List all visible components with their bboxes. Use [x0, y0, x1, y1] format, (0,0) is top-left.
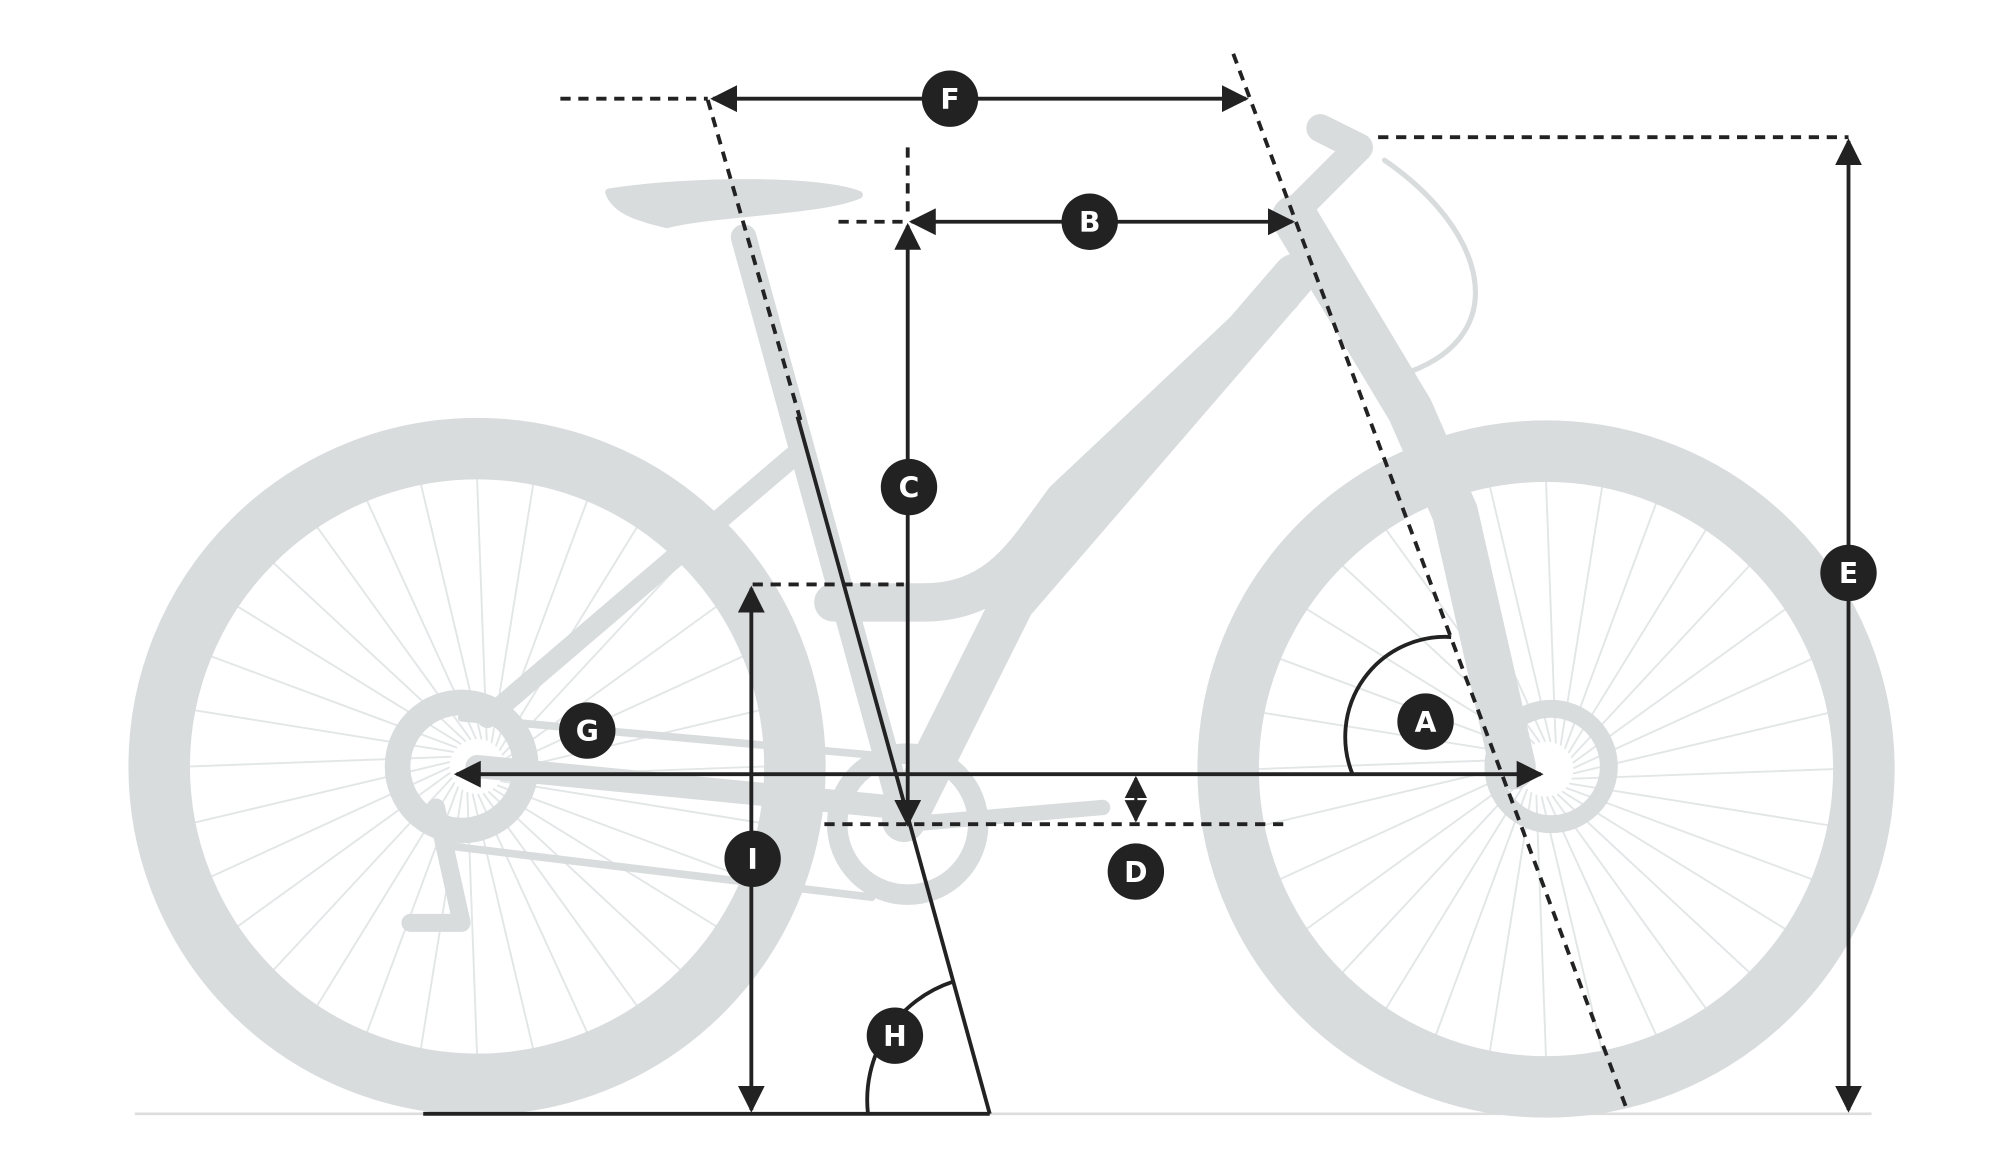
spoke [1546, 796, 1658, 1037]
svg-text:C: C [899, 471, 920, 504]
spoke [1434, 788, 1528, 1037]
spoke [487, 791, 682, 972]
head-tube-axis-dashed [1231, 53, 1630, 1114]
spoke [482, 792, 639, 1008]
spoke [1545, 479, 1557, 744]
spoke [1559, 485, 1604, 746]
spoke [1488, 485, 1552, 743]
dimension-lines [423, 53, 1862, 1116]
head-tube-fork [1271, 194, 1536, 790]
svg-text:F: F [940, 83, 959, 116]
spoke [1556, 793, 1751, 974]
label-i: I [724, 830, 781, 887]
spoke [1256, 758, 1521, 771]
seat-tube [730, 224, 917, 834]
front-wheel [1197, 420, 1895, 1118]
spoke [503, 709, 761, 772]
saddle [605, 179, 863, 229]
crank-pedal [900, 799, 1111, 832]
bike-silhouette [128, 114, 1895, 1118]
seat-tube-axis-dashed [705, 99, 804, 424]
label-d: D [1107, 843, 1165, 900]
spoke [496, 784, 745, 878]
svg-text:G: G [576, 715, 599, 748]
label-e: E [1820, 544, 1877, 602]
spoke [1535, 794, 1547, 1059]
spoke [503, 605, 718, 761]
stem-handlebar [1280, 114, 1373, 226]
spoke [187, 755, 452, 768]
brake-cable [1381, 157, 1478, 375]
derailleur [401, 798, 471, 932]
label-g: G [559, 702, 616, 759]
spoke [1540, 795, 1604, 1053]
dimension-labels: A B C D E F G H I [559, 70, 1877, 1064]
spoke [1384, 784, 1525, 1010]
spoke [1551, 795, 1708, 1010]
spoke [1341, 779, 1522, 974]
label-f: F [921, 70, 979, 127]
seat-stay [477, 444, 806, 729]
spoke [1262, 711, 1523, 756]
angle-a-arc [1343, 634, 1452, 775]
spoke [1561, 790, 1787, 931]
chain [445, 713, 889, 902]
label-a: A [1397, 693, 1454, 750]
spoke [1305, 774, 1520, 931]
front-wheel-spokes [1256, 479, 1836, 1059]
svg-text:B: B [1079, 206, 1101, 239]
svg-text:A: A [1415, 706, 1437, 739]
label-b: B [1061, 193, 1118, 250]
svg-text:E: E [1839, 557, 1858, 590]
spoke [504, 655, 745, 767]
top-tube [814, 275, 1302, 622]
svg-text:I: I [747, 843, 758, 876]
label-c: C [880, 458, 938, 516]
spoke [1278, 769, 1519, 881]
spoke [492, 788, 718, 928]
spoke [1565, 787, 1814, 881]
svg-text:H: H [883, 1020, 907, 1053]
svg-text:D: D [1124, 856, 1147, 889]
label-h: H [866, 1007, 924, 1064]
spoke [500, 780, 761, 824]
